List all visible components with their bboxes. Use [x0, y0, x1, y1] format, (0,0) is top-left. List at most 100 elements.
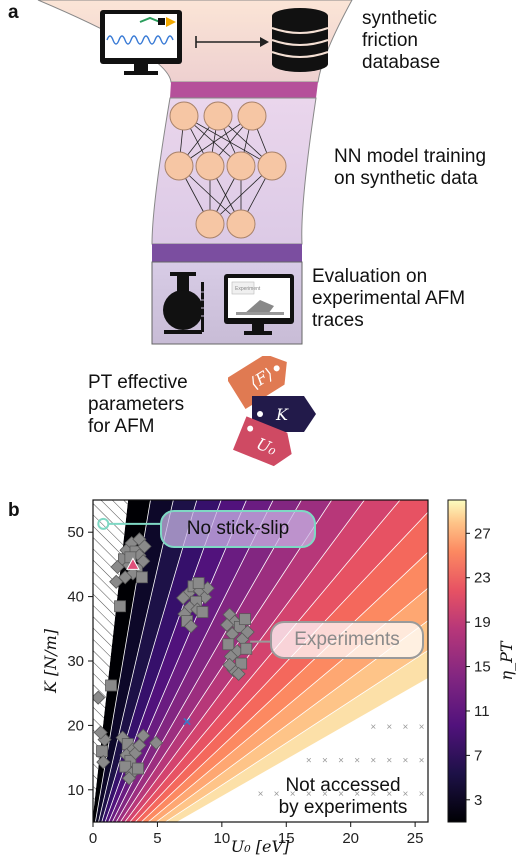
experiment-point — [114, 600, 126, 613]
not-accessed-marker: × — [419, 756, 425, 767]
not-accessed-marker: × — [386, 756, 392, 767]
colorbar-tick-label: 11 — [474, 703, 490, 720]
output-text: PT effective parameters for AFM — [88, 372, 188, 437]
not-accessed-marker: × — [403, 789, 409, 800]
highlight-triangle-point — [126, 557, 140, 570]
highlight-x-point: × — [183, 714, 192, 731]
not-accessed-marker: × — [370, 789, 376, 800]
phase-wedge — [129, 500, 428, 822]
contour-line — [119, 500, 333, 822]
flask-icon — [163, 272, 204, 334]
y-tick-label: 40 — [67, 589, 84, 606]
not-accessed-marker: × — [322, 789, 328, 800]
experiment-point — [136, 728, 151, 743]
not-accessed-marker: × — [274, 789, 280, 800]
experiment-point — [176, 590, 191, 605]
experiment-point — [192, 577, 205, 589]
phase-wedge — [95, 500, 174, 822]
phase-wedge — [116, 500, 332, 822]
not-accessed-marker: × — [386, 722, 392, 733]
step-text-database: synthetic friction database — [362, 8, 441, 73]
colorbar — [447, 499, 467, 823]
not-accessed-marker: × — [419, 789, 425, 800]
colorbar-tick-label: 15 — [474, 659, 491, 676]
experiment-point — [239, 613, 251, 626]
experiment-point — [222, 638, 235, 651]
not-accessed-marker: × — [306, 789, 312, 800]
experiment-point — [105, 679, 117, 692]
experiment-point — [219, 617, 235, 633]
no-stick-slip-box: No stick-slip — [160, 510, 316, 548]
tag-stiffness-label: K — [275, 405, 289, 424]
y-tick-label: 10 — [67, 782, 84, 799]
not-accessed-marker: × — [290, 789, 296, 800]
not-accessed-marker: × — [338, 756, 344, 767]
colorbar-label: η_PT — [497, 640, 516, 680]
not-accessed-marker: × — [370, 756, 376, 767]
step-text-evaluation: Evaluation on experimental AFM traces — [312, 266, 466, 331]
x-tick-label: 5 — [153, 830, 161, 847]
not-accessed-marker: × — [258, 789, 264, 800]
contour-line — [94, 500, 151, 822]
x-tick-label: 10 — [214, 830, 231, 847]
not-accessed-marker: × — [354, 789, 360, 800]
experiment-point — [183, 619, 198, 634]
tag-friction: ⟨F⟩ — [228, 356, 287, 410]
panel-b-label: b — [8, 500, 20, 521]
y-tick-label: 20 — [67, 717, 84, 734]
x-tick-label: 15 — [278, 830, 295, 847]
not-accessed-marker: × — [322, 756, 328, 767]
not-accessed-marker: × — [354, 756, 360, 767]
afm-monitor-icon: Experiment — [224, 274, 294, 335]
no-stick-slip-point — [97, 517, 110, 530]
x-axis-label: U₀ [eV] — [231, 837, 290, 855]
tag-stiffness: K — [252, 396, 316, 432]
colorbar-tick-label: 7 — [474, 747, 482, 764]
parameter-tags: ⟨F⟩ K U₀ — [228, 356, 316, 467]
y-axis-label: K [N/m] — [41, 628, 60, 694]
y-tick-label: 50 — [67, 524, 84, 541]
experiment-point — [196, 606, 209, 618]
x-tick-label: 0 — [89, 830, 97, 847]
phase-wedge — [124, 500, 401, 822]
funnel-diagram: Experiment — [37, 0, 353, 345]
colorbar-tick-label: 3 — [474, 792, 482, 809]
contour-line — [140, 551, 428, 822]
funnel-band-2 — [152, 244, 302, 262]
experiment-point — [110, 559, 125, 575]
experiment-point — [240, 642, 253, 655]
neural-network-icon — [164, 101, 287, 239]
experiment-point — [119, 760, 132, 773]
database-icon — [271, 8, 329, 72]
experiment-point — [235, 657, 248, 670]
signal-monitor-icon — [100, 10, 182, 75]
contour-line — [101, 500, 198, 822]
funnel-band-1 — [170, 82, 318, 98]
experiment-point — [93, 725, 108, 740]
not-accessed-marker: × — [338, 789, 344, 800]
not-accessed-marker: × — [403, 722, 409, 733]
flow-arrow-icon — [195, 36, 269, 48]
contour-line — [124, 500, 365, 822]
experiment-point — [149, 735, 164, 750]
contour-line — [164, 649, 428, 822]
colorbar-tick-label: 19 — [474, 614, 491, 631]
colorbar-tick-label: 23 — [474, 570, 491, 587]
not-accessed-marker: × — [419, 722, 425, 733]
experiment-point — [240, 624, 255, 640]
not-accessed-marker: × — [370, 722, 376, 733]
experiment-point — [93, 690, 106, 705]
contour-line — [147, 587, 428, 822]
x-tick-label: 20 — [342, 830, 359, 847]
experiment-point — [136, 571, 148, 584]
step-text-training: NN model training on synthetic data — [334, 146, 487, 189]
y-tick-label: 30 — [67, 653, 84, 670]
colorbar-tick-label: 27 — [474, 525, 491, 542]
experiment-point — [132, 762, 144, 775]
experiment-point — [137, 539, 152, 554]
not-accessed-label: Not accessed by experiments — [278, 775, 408, 818]
tag-barrier: U₀ — [233, 416, 292, 467]
experiment-point — [96, 755, 111, 770]
no-stick-slip-label: No stick-slip — [186, 518, 290, 539]
contour-line — [155, 620, 428, 822]
